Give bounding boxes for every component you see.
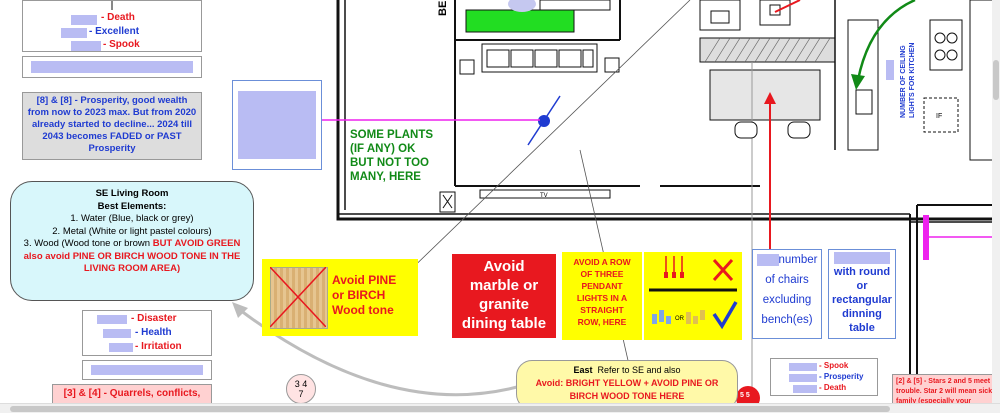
star-box-top: - Death - Excellent - Spook (22, 0, 202, 52)
cross-out-icon (270, 267, 326, 327)
spook-label: - Spook (103, 39, 140, 50)
blurred-note-panel (232, 80, 322, 170)
svg-text:NUMBER OF CEILING: NUMBER OF CEILING (900, 45, 907, 118)
badge: 5 5 (740, 392, 750, 399)
element-water: 1. Water (Blue, black or grey) (70, 213, 194, 224)
svg-text:TV: TV (540, 193, 548, 199)
living-room-title: SE Living Room (95, 188, 169, 199)
death-label: - Death (101, 12, 135, 23)
svg-text:OR: OR (675, 316, 685, 322)
star-box-right: - Spook - Prosperity - Death (770, 358, 878, 396)
vertical-scrollbar[interactable] (992, 0, 1000, 403)
element-wood: 3. Wood (Wood tone or brown BUT AVOID GR… (23, 238, 241, 274)
living-room-subtitle: Best Elements: (97, 200, 167, 212)
pendant-lights-icon: OR (649, 256, 738, 330)
svg-text:IF: IF (936, 113, 942, 120)
east-note: East Refer to SE and also Avoid: BRIGHT … (516, 360, 738, 410)
element-metal: 2. Metal (White or light pastel colours) (52, 225, 212, 237)
blurred-bar-2 (82, 360, 212, 380)
excellent-label: - Excellent (89, 26, 140, 37)
living-room-panel: SE Living Room Best Elements: 1. Water (… (10, 181, 254, 301)
svg-text:BE: BE (437, 1, 449, 16)
blurred-bar-1 (22, 56, 202, 78)
horizontal-scrollbar[interactable] (0, 403, 1000, 413)
prosperity-box: [8] & [8] - Prosperity, good wealth from… (22, 92, 202, 160)
svg-text:LIGHTS FOR KITCHEN: LIGHTS FOR KITCHEN (909, 43, 916, 118)
pendant-illustration: OR (644, 252, 742, 340)
star-box-mid: - Disaster - Health - Irritation (82, 310, 212, 356)
